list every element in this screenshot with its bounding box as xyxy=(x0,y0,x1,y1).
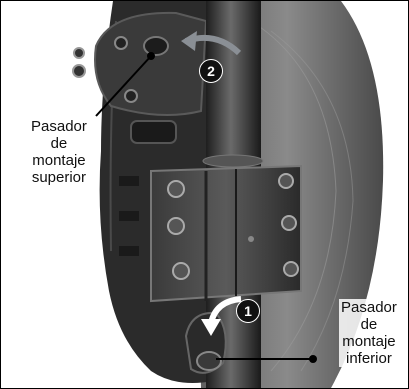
lower-pin-label-line-3: montaje xyxy=(341,333,397,350)
lower-pin-label: Pasador de montaje inferior xyxy=(339,299,399,367)
upper-pin-label-line-2: de xyxy=(31,135,87,152)
upper-pin-label-line-1: Pasador xyxy=(31,118,87,135)
upper-pin-label-line-4: superior xyxy=(31,169,87,186)
step-badge-2: 2 xyxy=(199,59,223,83)
upper-pin-label-line-3: montaje xyxy=(31,152,87,169)
step-badge-1: 1 xyxy=(236,299,260,323)
lower-pin-label-line-1: Pasador xyxy=(341,299,397,316)
lower-pin-label-line-4: inferior xyxy=(341,350,397,367)
upper-pin-label: Pasador de montaje superior xyxy=(29,118,89,186)
lower-pin-label-line-2: de xyxy=(341,316,397,333)
